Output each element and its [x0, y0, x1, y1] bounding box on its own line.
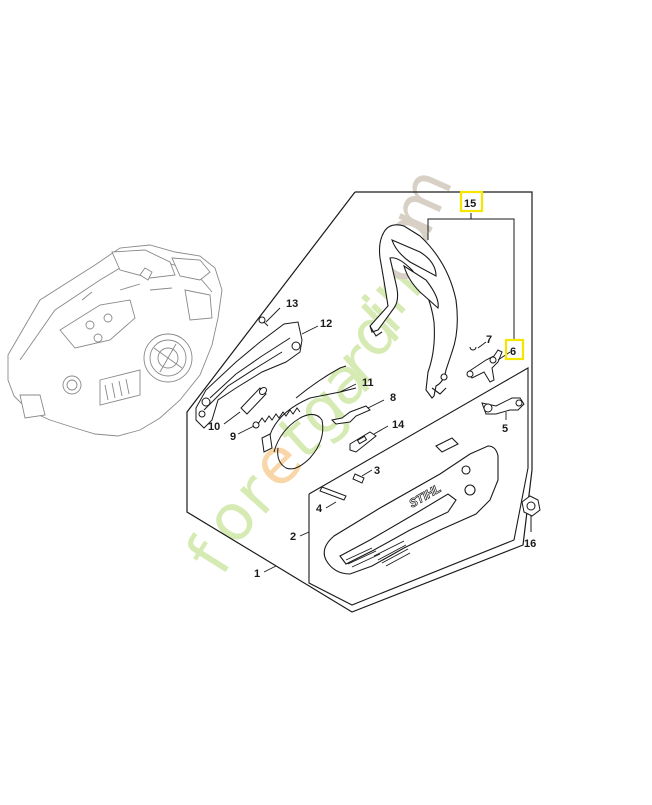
cover-vents — [345, 540, 411, 568]
cover-group-frame — [308, 367, 529, 606]
spring-part-9-illustration — [252, 365, 347, 429]
highlight-box-15 — [459, 190, 484, 213]
callout-4[interactable]: 4 — [316, 503, 323, 515]
cover-piece-part-14-illustration — [349, 431, 377, 453]
callout-1[interactable]: 1 — [254, 568, 260, 580]
callout-8[interactable]: 8 — [390, 392, 396, 404]
hand-guard-illustration — [369, 224, 458, 399]
link-part-5-illustration — [481, 397, 525, 415]
callout-13[interactable]: 13 — [286, 298, 298, 310]
brake-band-lever-illustration — [195, 321, 303, 429]
callout-2[interactable]: 2 — [290, 531, 296, 543]
callout-14[interactable]: 14 — [392, 419, 405, 431]
group-15-bracket — [427, 213, 515, 340]
outer-group-frame — [186, 191, 533, 613]
screw-part-13-illustration — [258, 316, 269, 327]
callout-10[interactable]: 10 — [208, 421, 220, 433]
highlight-box-6 — [504, 338, 525, 361]
callout-7[interactable]: 7 — [486, 334, 492, 346]
pin-parts-illustration — [319, 473, 365, 501]
nut-part-16-illustration — [521, 495, 541, 532]
callout-6[interactable]: 6 — [510, 346, 516, 358]
callout-9[interactable]: 9 — [230, 431, 236, 443]
callout-5[interactable]: 5 — [502, 423, 508, 435]
callout-12[interactable]: 12 — [320, 318, 332, 330]
clip-part-8-illustration — [330, 405, 371, 425]
engine-housing-illustration — [7, 244, 223, 437]
leader-lines — [223, 307, 511, 573]
brake-band-part-11-illustration — [261, 387, 357, 470]
callouts: 1 2 3 4 5 6 7 8 9 10 11 12 13 14 15 16 — [208, 198, 536, 580]
callout-11[interactable]: 11 — [362, 377, 374, 389]
sprocket-cover-illustration: STIHL — [323, 437, 499, 575]
callout-15[interactable]: 15 — [464, 198, 476, 210]
callout-3[interactable]: 3 — [374, 465, 380, 477]
brake-lever-illustration — [466, 346, 503, 383]
callout-16[interactable]: 16 — [524, 538, 536, 550]
sleeve-part-10-illustration — [240, 386, 268, 415]
